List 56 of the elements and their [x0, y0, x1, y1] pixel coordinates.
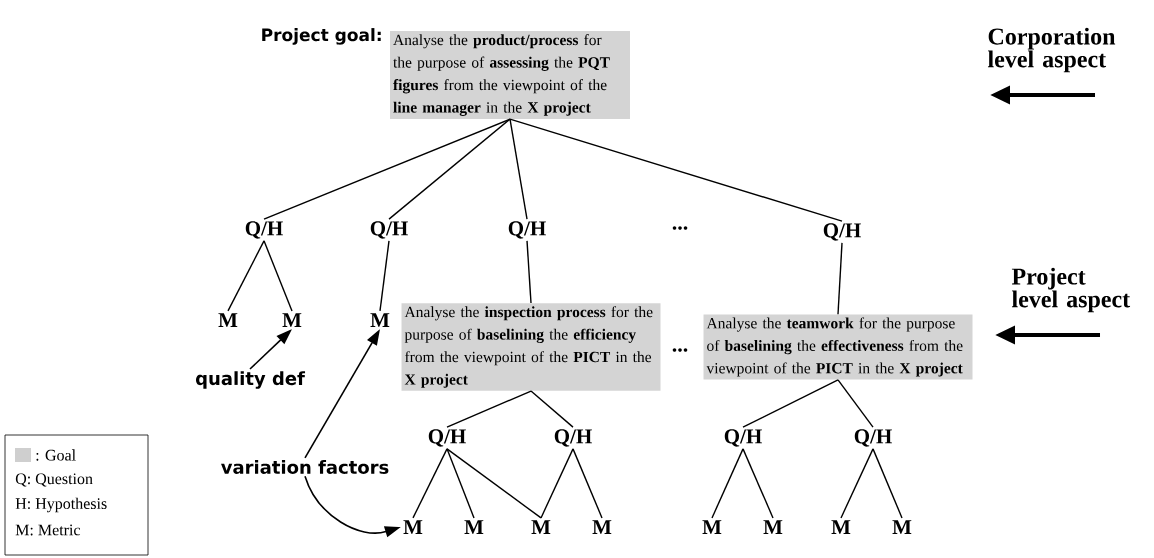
- ellipsis: ...: [672, 348, 688, 352]
- connector-line: [388, 118, 511, 220]
- legend-text: H: Hypothesis: [15, 497, 107, 513]
- ellipsis: ...: [672, 226, 688, 230]
- legend-text: Q: Question: [15, 473, 93, 487]
- metric-label: M: [592, 520, 612, 534]
- aspect-label: Project level aspect: [1011, 267, 1131, 313]
- connector-line: [530, 390, 574, 428]
- goal-box: Analyse the product/process for the purpose of assessing the PQT figures from the viewpoint of the line manager in the X project: [390, 31, 630, 119]
- heading: Project goal:: [262, 28, 381, 45]
- legend-text: : Goal: [36, 449, 76, 461]
- annotation: variation factors: [221, 460, 389, 474]
- connector-line: [446, 448, 475, 519]
- connector-line: [263, 118, 511, 220]
- metric-label: M: [464, 520, 484, 534]
- connector-line: [227, 240, 265, 312]
- connector-line: [446, 390, 532, 428]
- metric-label: M: [282, 313, 302, 327]
- metric-label: M: [763, 520, 783, 534]
- question-label: Q/H: [245, 221, 283, 239]
- goal-box: Analyse the teamwork for the purpose of baselining the effectiveness from the viewpoint of the PICT in the X project: [703, 314, 973, 380]
- question-label: Q/H: [428, 429, 466, 447]
- connector-line: [742, 379, 839, 428]
- metric-label: M: [831, 520, 851, 534]
- metric-label: M: [892, 520, 912, 534]
- connector-line: [509, 118, 528, 220]
- connector-line: [840, 448, 874, 519]
- annotation: quality def: [195, 371, 306, 389]
- goal-box: Analyse the inspection process for the purpose of baselining the efficiency from the viewpoint of the PICT in the X project: [401, 303, 661, 391]
- metric-label: M: [218, 313, 238, 327]
- connector-line: [837, 242, 843, 315]
- connector-line: [872, 448, 903, 519]
- connector-line: [742, 448, 774, 519]
- aspect-label: Corporation level aspect: [988, 27, 1116, 73]
- connector-line: [263, 240, 293, 312]
- connector-line: [711, 448, 744, 519]
- question-label: Q/H: [854, 429, 892, 447]
- leader-arrow: [249, 329, 292, 370]
- question-label: Q/H: [724, 429, 762, 447]
- connector-line: [526, 240, 532, 304]
- question-label: Q/H: [554, 429, 592, 447]
- connector-line: [412, 448, 448, 519]
- connector-line: [837, 379, 874, 428]
- metric-label: M: [370, 313, 390, 327]
- connector-line: [540, 448, 574, 519]
- connector-line: [446, 448, 542, 519]
- connector-line: [509, 118, 843, 222]
- metric-label: M: [702, 520, 722, 534]
- question-label: Q/H: [508, 221, 546, 239]
- connector-line: [572, 448, 603, 519]
- metric-label: M: [403, 520, 423, 534]
- connector-line: [379, 240, 390, 312]
- question-label: Q/H: [823, 223, 861, 241]
- metric-label: M: [531, 520, 551, 534]
- question-label: Q/H: [370, 221, 408, 239]
- legend-text: M: Metric: [15, 524, 81, 536]
